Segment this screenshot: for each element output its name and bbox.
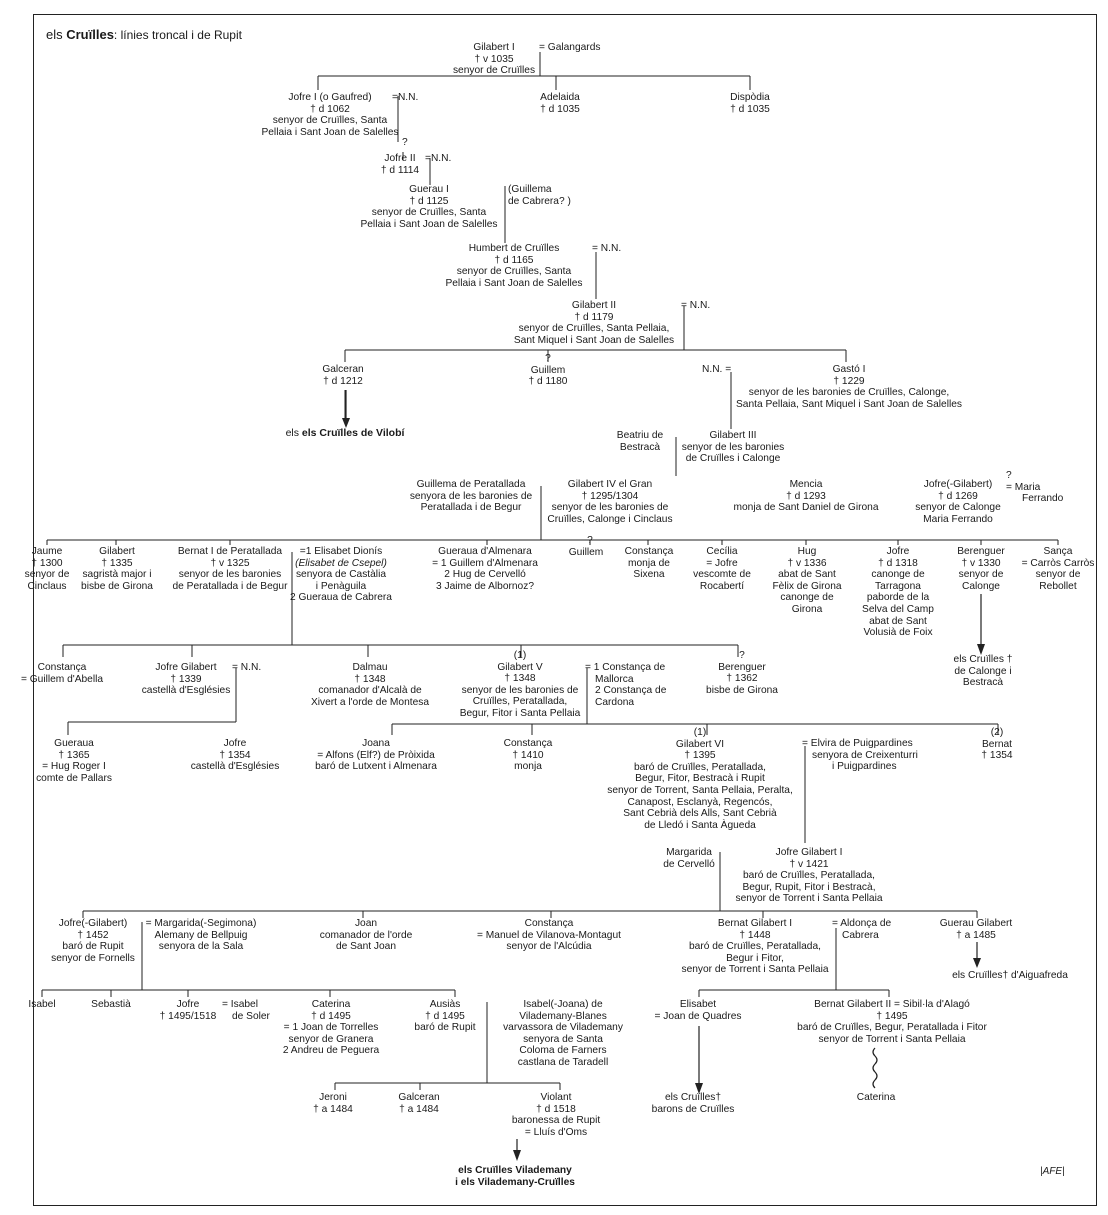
node-elisabet-quadres: Elisabet= Joan de Quadres [655,999,742,1022]
node-cruilles-aiguafreda: els Cruïlles† d'Aiguafreda [952,970,1068,982]
node-gilabert-vi: (1)Gilabert VI† 1395baró de Cruïlles, Pe… [607,727,793,831]
node-guillema-peratallada: Guillema de Peratalladasenyora de les ba… [410,479,532,514]
node-jofre-1318: Jofre† d 1318canonge deTarragonapaborde … [862,546,934,639]
node-gilabert-v: (1)Gilabert V† 1348senyor de les baronie… [460,650,581,720]
node-gasto-i: Gastó I† 1229senyor de les baronies de C… [736,364,962,410]
node-isabel: Isabel [28,999,55,1011]
node-sanca: Sança= Carròs Carròssenyor deRebollet [1022,546,1095,592]
node-jofre-i: Jofre I (o Gaufred)† d 1062senyor de Cru… [261,92,398,138]
node-gueraua-almenara: Gueraua d'Almenara= 1 Guillem d'Almenara… [432,546,538,592]
node-jofre-gilabert-i: Jofre Gilabert I† v 1421baró de Cruïlles… [735,847,882,905]
node-isabel-joana: Isabel(-Joana) deVilademany-Blanesvarvas… [503,999,623,1069]
node-jofre-gilabert-1339: Jofre Gilabert† 1339castellà d'Esglésies [142,662,231,697]
node-hug: Hug† v 1336abat de SantFèlix de Gironaca… [772,546,841,616]
node-joana: Joana= Alfons (Elf?) de Pròixidabaró de … [315,738,437,773]
node-nn-jofre-i: =N.N. [392,92,418,104]
node-cruilles-vilobi: els els Cruïlles de Vilobí [286,428,405,440]
node-maria-ferrando: ?= MariaFerrando [1006,470,1063,505]
node-guillema-cabrera: (Guillemade Cabrera? ) [508,184,571,207]
node-elisabet-dionis: =1 Elisabet Dionís(Elisabet de Csepel)se… [290,546,392,604]
node-nn-humbert: = N.N. [592,243,621,255]
node-violant: Violant† d 1518baronessa de Rupit= Lluís… [512,1092,600,1138]
signature: |AFE| [1040,1166,1065,1177]
node-jofre-ii: Jofre II† d 1114 [381,153,419,176]
node-constanca-mallorca: = 1 Constança deMallorca2 Constança deCa… [585,662,666,708]
node-galceran-1484: Galceran† a 1484 [398,1092,439,1115]
node-galangards: = Galangards [539,42,600,54]
node-gilabert-i: Gilabert I† v 1035senyor de Cruïlles [453,42,535,77]
node-barons-cruilles: els Cruïlles†barons de Cruïlles [652,1092,735,1115]
node-cecilia: Cecília= Jofrevescomte deRocabertí [693,546,751,592]
node-guillem-1180: ?Guillem† d 1180 [529,353,568,388]
node-aldonca: = Aldonça deCabrera [832,918,891,941]
node-adelaida: Adelaida† d 1035 [540,92,580,115]
node-elvira: = Elvira de Puigpardinessenyora de Creix… [802,738,918,773]
node-constanca-vilanova: Constança= Manuel de Vilanova-Montagutse… [477,918,621,953]
node-bernat-1354: (2)Bernat† 1354 [981,727,1012,762]
node-bernat-gilabert-i: Bernat Gilabert I† 1448baró de Cruïlles,… [681,918,828,976]
node-guillem-ii: ?Guillem [569,535,604,558]
node-berenguer-1362: ?Berenguer† 1362bisbe de Girona [706,650,778,696]
node-sebastia: Sebastià [91,999,131,1011]
node-gueraua-1365: Gueraua† 1365= Hug Roger Icomte de Palla… [36,738,112,784]
node-bernat-gilabert-ii: Bernat Gilabert II = Sibil·la d'Alagó† 1… [797,999,987,1045]
node-isabel-soler: = Isabelde Soler [222,999,270,1022]
node-jofre-gilabert-1452: Jofre(-Gilabert)† 1452baró de Rupitsenyo… [51,918,135,964]
node-guerau-i: Guerau I† d 1125senyor de Cruïlles, Sant… [360,184,497,230]
node-gilabert-ii: Gilabert II† d 1179senyor de Cruïlles, S… [514,300,674,346]
node-jaume: Jaume† 1300senyor deCinclaus [25,546,70,592]
node-cruilles-calonge: els Cruïlles †de Calonge iBestracà [954,654,1013,689]
node-cruilles-vilademany: els Cruïlles Vilademanyi els Vilademany-… [455,1165,575,1188]
node-dalmau: Dalmau† 1348comanador d'Alcalà deXivert … [311,662,429,708]
node-joan: Joancomanador de l'ordede Sant Joan [320,918,413,953]
node-dispodia: Dispòdia† d 1035 [730,92,770,115]
node-caterina: Caterina [857,1092,896,1104]
node-galceran: Galceran† d 1212 [322,364,363,387]
node-guerau-gilabert: Guerau Gilabert† a 1485 [940,918,1012,941]
node-gilabert-1335: Gilabert† 1335sagristà major ibisbe de G… [81,546,153,592]
node-constanca-abella: Constança= Guillem d'Abella [21,662,103,685]
node-question-mark: ? [402,137,408,149]
node-constanca-1410: Constança† 1410monja [504,738,553,773]
node-gilabert-iv: Gilabert IV el Gran† 1295/1304senyor de … [547,479,672,525]
node-jofre-1354: Jofre† 1354castellà d'Esglésies [191,738,280,773]
node-margarida-cervello: Margaridade Cervelló [663,847,715,870]
node-margarida-segimona: = Margarida(-Segimona)Alemany de Bellpui… [146,918,257,953]
node-nn-jofre-ii: =N.N. [425,153,451,165]
node-jeroni: Jeroni† a 1484 [313,1092,353,1115]
node-nn-gasto: N.N. = [702,364,731,376]
node-beatriu: Beatriu deBestracà [617,430,663,453]
node-bernat-i: Bernat I de Peratallada† v 1325senyor de… [173,546,288,592]
node-nn-jofre-gilabert: = N.N. [232,662,261,674]
node-mencia: Mencia† d 1293monja de Sant Daniel de Gi… [734,479,879,514]
node-nn-gilabert-ii: = N.N. [681,300,710,312]
node-ausias: Ausiàs† d 1495baró de Rupit [414,999,475,1034]
node-caterina-1495: Caterina† d 1495= 1 Joan de Torrellessen… [283,999,379,1057]
node-humbert: Humbert de Cruïlles† d 1165senyor de Cru… [445,243,582,289]
node-berenguer-1330: Berenguer† v 1330senyor deCalonge [957,546,1005,592]
node-gilabert-iii: Gilabert IIIsenyor de les baroniesde Cru… [682,430,785,465]
node-jofre-gilabert-1269: Jofre(-Gilabert)† d 1269senyor de Calong… [915,479,1001,525]
node-constanca-sixena: Constançamonja deSixena [625,546,674,581]
node-jofre-1495: Jofre† 1495/1518 [160,999,217,1022]
